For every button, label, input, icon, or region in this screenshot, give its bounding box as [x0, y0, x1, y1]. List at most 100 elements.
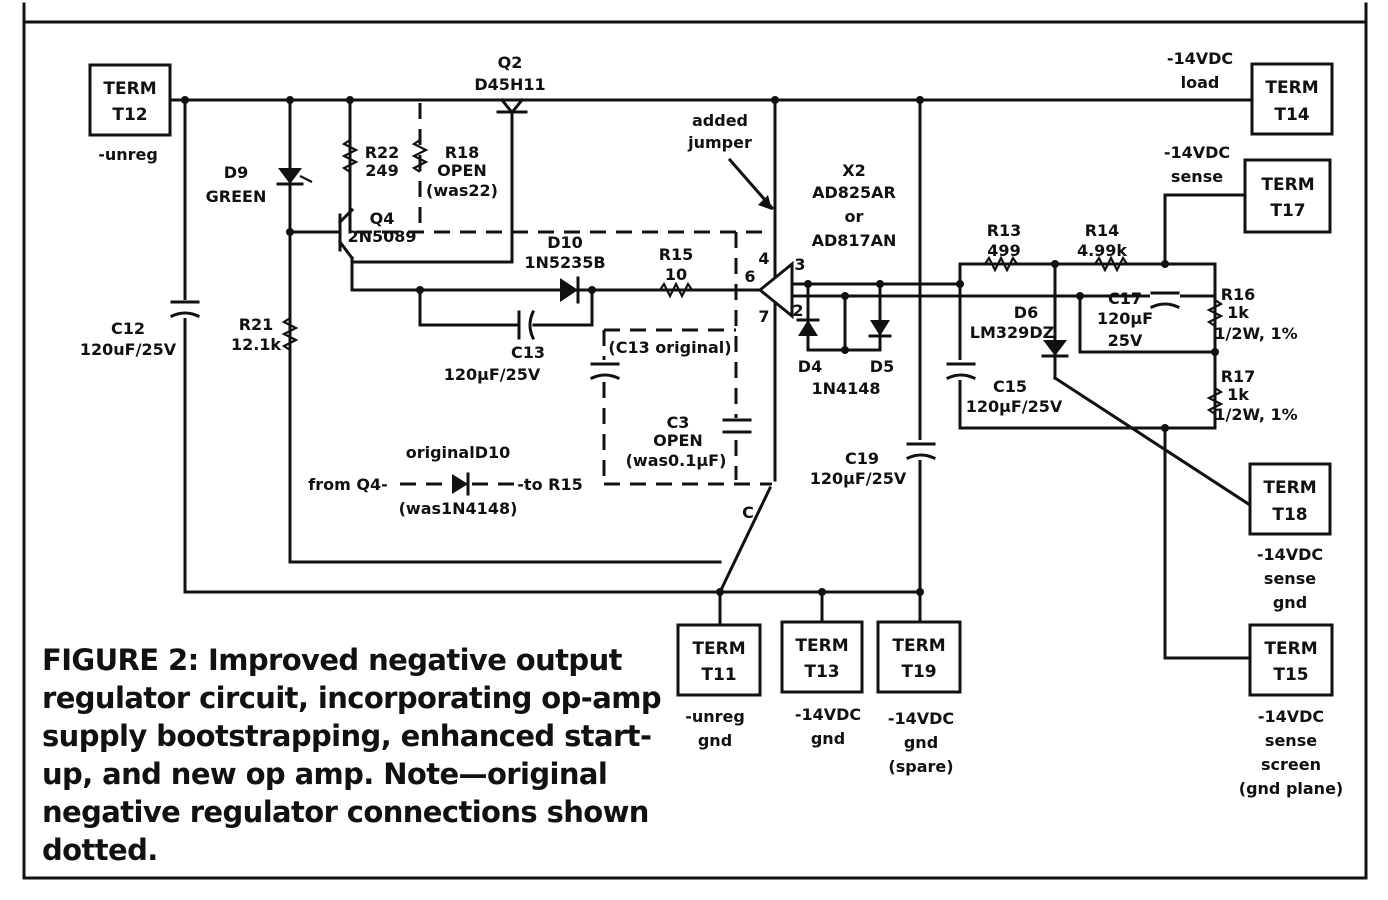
t14-desc1: -14VDC [1167, 49, 1233, 68]
t11-desc1: -unreg [685, 707, 745, 726]
r14-resistor [1094, 255, 1128, 273]
d4-diode [796, 318, 820, 336]
t19-label2: T19 [901, 662, 936, 682]
original-connections-dashed [356, 103, 772, 486]
d10-part: 1N5235B [524, 253, 605, 272]
t19-desc1: -14VDC [888, 709, 954, 728]
t11-label2: T11 [701, 665, 736, 685]
wires [168, 97, 1254, 660]
t18-desc2: sense [1264, 569, 1316, 588]
q2-ref: Q2 [498, 53, 523, 72]
t19-label1: TERM [892, 636, 945, 656]
x2-part-1: AD825AR [812, 183, 896, 202]
t11-desc2: gnd [698, 731, 732, 750]
terminal-t17: TERM T17 -14VDC sense [1164, 143, 1332, 234]
r18-value: OPEN [437, 161, 487, 180]
x2-ref: X2 [842, 161, 865, 180]
figure-frame [22, 20, 1368, 880]
c12-ref: C12 [111, 319, 145, 338]
pin-2: 2 [792, 301, 803, 320]
c15-ref: C15 [993, 377, 1027, 396]
r16-resistor [1206, 299, 1224, 327]
d4-ref: D4 [798, 357, 822, 376]
d6-reference [1041, 340, 1069, 358]
c15-value: 120µF/25V [966, 397, 1063, 416]
r16-rating: 1/2W, 1% [1214, 324, 1297, 343]
x2-part-2: AD817AN [812, 231, 897, 250]
c3-value: OPEN [653, 431, 703, 450]
t13-label2: T13 [804, 662, 839, 682]
orig-d10-from: from Q4- [308, 475, 387, 494]
c19-capacitor [906, 440, 936, 460]
pin-c-label: C [742, 503, 754, 522]
pin-6: 6 [744, 267, 755, 286]
terminal-t19: TERM T19 -14VDC gnd (spare) [876, 620, 962, 776]
pin-4: 4 [758, 249, 769, 268]
d6-ref: D6 [1014, 303, 1038, 322]
r17-rating: 1/2W, 1% [1214, 405, 1297, 424]
t14-label1: TERM [1265, 78, 1318, 98]
t15-desc4: (gnd plane) [1239, 779, 1343, 798]
r15-value: 10 [665, 265, 687, 284]
t18-desc1: -14VDC [1257, 545, 1323, 564]
r17-value: 1k [1227, 385, 1249, 404]
q2-part: D45H11 [474, 75, 545, 94]
r21-value: 12.1k [231, 335, 281, 354]
r17-ref: R17 [1221, 367, 1256, 386]
c19-ref: C19 [845, 449, 879, 468]
t18-label1: TERM [1263, 478, 1316, 498]
pin-7: 7 [758, 307, 769, 326]
c17-capacitor [1150, 290, 1180, 310]
c13-original-label: (C13 original) [608, 338, 731, 357]
t15-label1: TERM [1264, 639, 1317, 659]
d5-ref: D5 [870, 357, 894, 376]
t17-desc1: -14VDC [1164, 143, 1230, 162]
t12-label2: T12 [112, 105, 147, 125]
r18-was: (was22) [426, 181, 498, 200]
r17-resistor [1206, 387, 1224, 415]
c13-original-capacitor [590, 360, 620, 380]
c19-value: 120µF/25V [810, 469, 907, 488]
d4-part: 1N4148 [811, 379, 880, 398]
r15-resistor [659, 281, 693, 299]
c15-capacitor [946, 360, 976, 380]
t15-desc3: screen [1261, 755, 1321, 774]
c13-capacitor [517, 310, 535, 340]
t17-desc2: sense [1171, 167, 1223, 186]
c3-capacitor [722, 418, 752, 434]
caption-line-5: negative regulator connections shown [42, 795, 649, 829]
q4-ref: Q4 [370, 209, 395, 228]
t19-desc2: gnd [904, 733, 938, 752]
terminal-t13: TERM T13 -14VDC gnd [780, 620, 864, 748]
d10-zener [560, 276, 580, 304]
r16-ref: R16 [1221, 285, 1256, 304]
r15-ref: R15 [659, 245, 694, 264]
d5-diode [868, 320, 892, 338]
t12-desc: -unreg [98, 145, 158, 164]
r18-ref: R18 [445, 143, 480, 162]
c13-ref: C13 [511, 343, 545, 362]
component-labels: Q2 D45H11 D9 GREEN R22 249 R18 OPEN (was… [80, 53, 1298, 522]
r13-resistor [984, 255, 1018, 273]
d6-part: LM329DZ [970, 323, 1054, 342]
jumper-label-1: added [692, 111, 748, 130]
t13-desc2: gnd [811, 729, 845, 748]
d9-zener-led [276, 168, 313, 186]
r21-ref: R21 [239, 315, 274, 334]
c3-ref: C3 [667, 413, 690, 432]
c12-value: 120uF/25V [80, 340, 177, 359]
t15-desc2: sense [1265, 731, 1317, 750]
terminal-t12: TERM T12 -unreg [88, 63, 172, 164]
terminal-t18: TERM T18 -14VDC sense gnd [1248, 462, 1332, 612]
r22-ref: R22 [365, 143, 400, 162]
c17-value: 120µF [1097, 309, 1153, 328]
t14-label2: T14 [1274, 105, 1309, 125]
original-d10-diode [452, 472, 470, 496]
caption-line-1: FIGURE 2: Improved negative output [42, 643, 623, 677]
c3-was: (was0.1µF) [626, 451, 727, 470]
q4-part: 2N5089 [347, 227, 416, 246]
d10-ref: D10 [547, 233, 583, 252]
caption-line-6: dotted. [42, 833, 158, 867]
t17-label1: TERM [1261, 175, 1314, 195]
